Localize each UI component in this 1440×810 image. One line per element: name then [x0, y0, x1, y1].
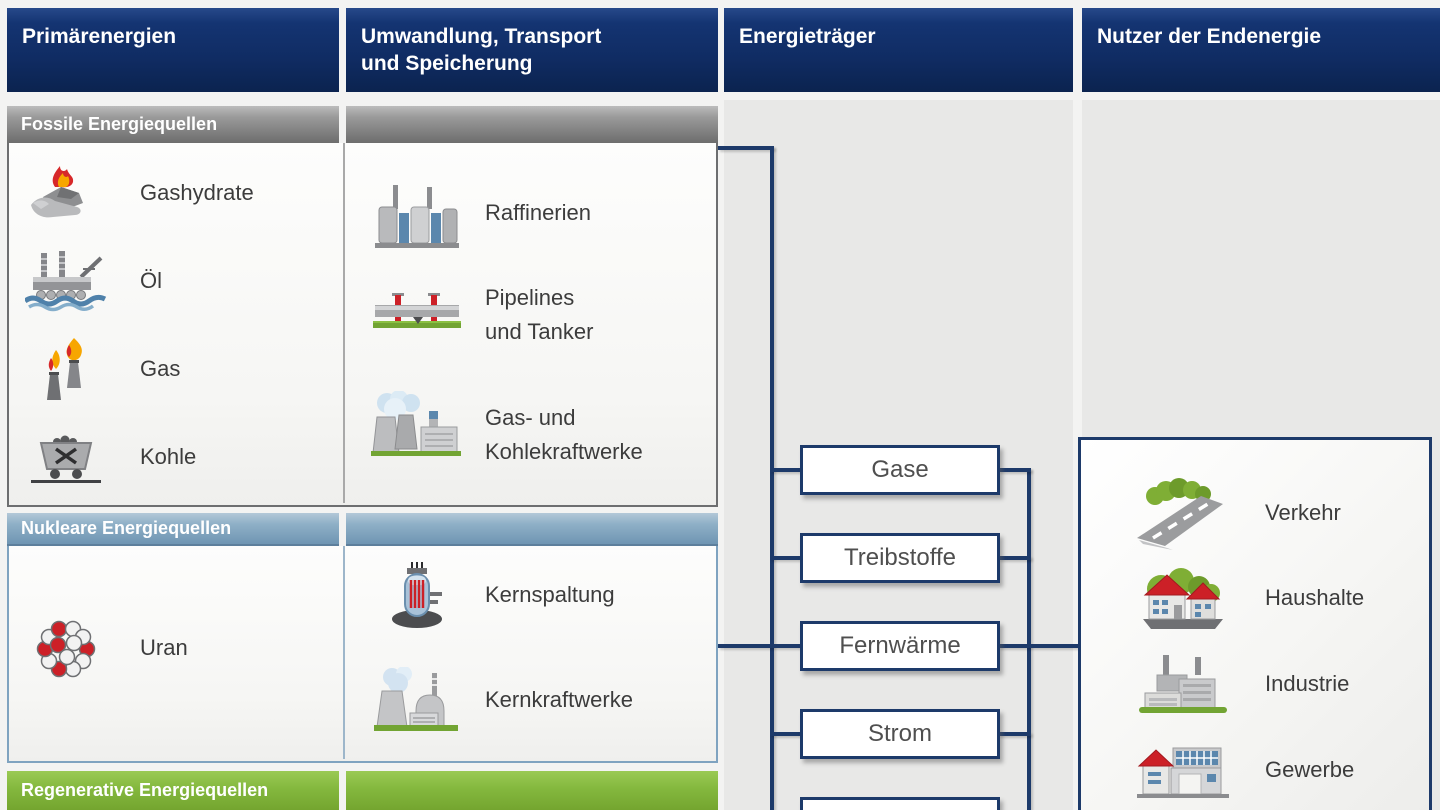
user-label: Verkehr — [1265, 500, 1341, 525]
refinery-icon — [371, 185, 463, 251]
carrier-label: Treibstoffe — [843, 544, 957, 571]
industry-icon — [1135, 651, 1231, 719]
fossil-source-label: Gashydrate — [140, 180, 254, 205]
oil-rig-icon — [25, 249, 107, 313]
connector-fernwaerme-to-users — [998, 644, 1082, 648]
user-label: Gewerbe — [1265, 757, 1355, 782]
nuclear-section-header-right — [346, 513, 718, 546]
fossil-conversion-label: Raffinerien — [485, 200, 591, 225]
connector-fossil-to-trunk — [718, 146, 774, 150]
fossil-section-header: Fossile Energiequellen — [7, 106, 339, 143]
header-umwandlung: Umwandlung, Transport und Speicherung — [346, 8, 718, 92]
carrier-label: Gase — [871, 456, 929, 483]
nuclear-conversion-label: Kernspaltung — [485, 582, 615, 607]
carrier-box-fernwaerme: Fernwärme — [800, 621, 1000, 671]
header-energietraeger: Energieträger — [724, 8, 1073, 92]
carrier-label: Fernwärme — [839, 632, 961, 659]
gas-hydrate-icon — [27, 163, 105, 223]
header-label: Nutzer der Endenergie — [1097, 25, 1322, 48]
pipeline-icon — [371, 291, 463, 333]
fossil-section-title: Fossile Energiequellen — [21, 114, 218, 134]
header-nutzer: Nutzer der Endenergie — [1082, 8, 1440, 92]
users-panel — [1078, 437, 1432, 810]
uranium-icon — [34, 616, 98, 680]
carrier-box-partial — [800, 797, 1000, 810]
nuclear-section-title: Nukleare Energiequellen — [21, 518, 232, 538]
nuclear-fission-icon — [382, 562, 452, 630]
gas-coal-power-plant-icon — [371, 391, 463, 459]
header-primaerenergien: Primärenergien — [7, 8, 339, 92]
carrier-box-gase: Gase — [800, 445, 1000, 495]
fossil-section-panel — [7, 143, 718, 507]
fossil-column-divider — [343, 143, 345, 503]
connector-strom-left-stub — [770, 732, 802, 736]
connector-left-trunk — [770, 146, 774, 810]
connector-treibstoffe-right-stub — [998, 556, 1031, 560]
households-icon — [1137, 563, 1229, 635]
user-label: Industrie — [1265, 671, 1350, 696]
fossil-section-header-right — [346, 106, 718, 143]
nuclear-power-plant-icon — [374, 667, 460, 735]
gas-flare-icon — [38, 336, 94, 402]
header-label: Energieträger — [739, 25, 876, 48]
fossil-conversion-label: Gas- und Kohlekraftwerke — [485, 405, 643, 464]
regenerative-section-header-right — [346, 771, 718, 810]
nuclear-column-divider — [343, 546, 345, 759]
header-label: Primärenergien — [22, 25, 177, 48]
fossil-source-label: Gas — [140, 356, 181, 381]
connector-right-trunk — [1027, 468, 1031, 810]
fossil-conversion-label: Pipelines und Tanker — [485, 285, 594, 344]
nuclear-section-header: Nukleare Energiequellen — [7, 513, 339, 546]
connector-nuclear-to-fernwaerme — [718, 644, 802, 648]
nuclear-section-panel — [7, 546, 718, 763]
nuclear-source-label: Uran — [140, 635, 188, 660]
nuclear-conversion-label: Kernkraftwerke — [485, 687, 633, 712]
connector-gase-left-stub — [770, 468, 802, 472]
fossil-source-label: Öl — [140, 268, 162, 293]
carrier-box-treibstoffe: Treibstoffe — [800, 533, 1000, 583]
carrier-box-strom: Strom — [800, 709, 1000, 759]
coal-cart-icon — [29, 429, 103, 485]
user-label: Haushalte — [1265, 585, 1365, 610]
connector-gase-right-stub — [998, 468, 1031, 472]
fossil-source-label: Kohle — [140, 444, 197, 469]
traffic-road-icon — [1135, 478, 1231, 550]
connector-strom-right-stub — [998, 732, 1031, 736]
connector-treibstoffe-left-stub — [770, 556, 802, 560]
regenerative-section-title: Regenerative Energiequellen — [21, 780, 269, 800]
commerce-icon — [1135, 738, 1231, 804]
header-label: Umwandlung, Transport und Speicherung — [361, 25, 602, 75]
regenerative-section-header: Regenerative Energiequellen — [7, 771, 339, 810]
carrier-label: Strom — [867, 720, 932, 747]
